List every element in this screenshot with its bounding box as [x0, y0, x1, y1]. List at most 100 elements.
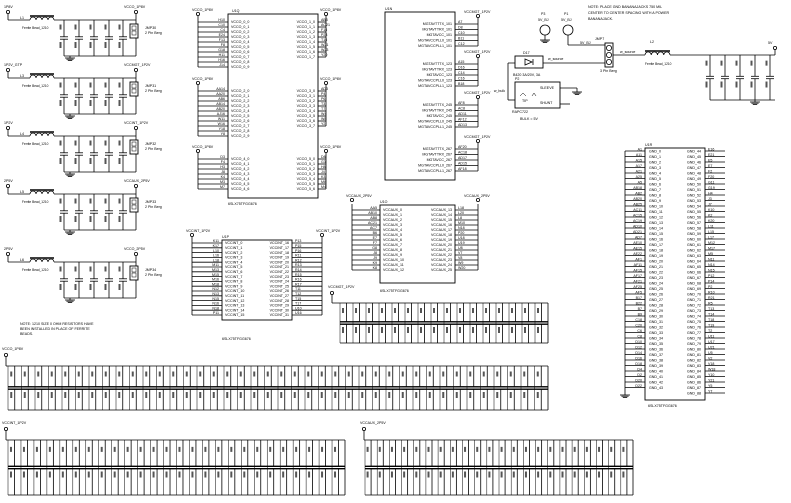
pin-number: L18: [213, 258, 219, 262]
pin-number: P6: [321, 97, 325, 101]
capacitor-ref-label: [342, 308, 344, 313]
pin-number: K10: [708, 208, 714, 212]
pin-name: GND_29: [649, 309, 663, 313]
pin-number: AC8: [458, 107, 465, 111]
capacitor-value-label: [74, 284, 77, 290]
capacitor-value-label: [500, 471, 503, 478]
pin-name: MGTAVTTRX_101: [422, 28, 452, 32]
pin-name: VCCO_0_6: [231, 50, 249, 54]
pin-name: VCCO_5_3: [297, 172, 315, 176]
capacitor-value-label: [585, 471, 588, 478]
pin-number: T14: [708, 312, 714, 316]
pin-name: GND_77: [687, 331, 701, 335]
power-port-icon: [133, 9, 138, 14]
capacitor-ref-label: [104, 24, 107, 30]
pin-name: MGTAVCCPLL1_123: [418, 84, 452, 88]
pin-name: GND_53: [687, 199, 701, 203]
pin-name: GND_15: [649, 232, 663, 236]
capacitor-value-label: [145, 392, 148, 398]
pin-name: MGTAVTTTX_123: [423, 62, 452, 66]
pin-name: VCCAUX_1: [383, 213, 402, 217]
power-port-icon: [475, 13, 480, 18]
capacitor-value-label: [442, 392, 445, 398]
pin-number: A1: [638, 147, 642, 151]
pin-name: GND_83: [687, 364, 701, 368]
pin-number: AB6: [218, 97, 225, 101]
capacitor-value-label: [511, 327, 513, 333]
pin-name: GND_52: [687, 193, 701, 197]
power-port-icon: [6, 126, 11, 131]
capacitor-value-label: [459, 327, 461, 333]
inductor-ref: L6: [20, 258, 24, 262]
diode-box: [514, 55, 544, 69]
capacitor-value-label: [139, 471, 142, 478]
pin-number: C8: [637, 334, 642, 338]
pin-number: M18: [212, 282, 219, 286]
capacitor-value-label: [610, 471, 613, 478]
pin-number: R16: [295, 278, 302, 282]
pin-number: K8: [373, 266, 377, 270]
capacitor-value-label: [199, 392, 202, 398]
inductor-icon: [29, 132, 55, 137]
pin-name: GND_78: [687, 336, 701, 340]
output-net-label: VCCO_1P8V: [124, 5, 146, 9]
pin-name: GND_38: [649, 358, 663, 362]
capacitor-ref-label: [74, 24, 77, 30]
inductor-value: Ferrite Bead_1210: [22, 84, 49, 88]
capacitor-ref-label: [401, 371, 404, 377]
pin-name: VCCO_3_1: [297, 94, 315, 98]
ground-icon: [750, 101, 760, 105]
note-text: NOTE: PLACE GND BANANAJACKS 750 MIL: [588, 5, 662, 9]
rail-net-label: VCCO_1P8V: [320, 77, 342, 81]
chip-ref: U1P: [222, 235, 230, 239]
output-net-label: 5V: [768, 41, 773, 45]
power-port-icon: [475, 138, 480, 143]
pin-name: VCCINT_27: [270, 294, 289, 298]
pin-name: GND_0: [649, 149, 661, 153]
pin-number: N16: [212, 302, 219, 306]
rail-net-label: VCCO_1P8V: [320, 145, 342, 149]
pin-number: G18: [218, 48, 225, 52]
pin-name: VCCO_5_6: [297, 187, 315, 191]
jumper-pin: [131, 25, 137, 31]
pin-name: MGTAVCC_245: [427, 114, 452, 118]
capacitor-ref-label: [378, 446, 381, 452]
pin-name: VCCINT_21: [270, 265, 289, 269]
pin-name: GND_28: [649, 303, 663, 307]
pin-number: H16: [218, 58, 225, 62]
capacitor-value-label: [451, 471, 454, 478]
power-port-icon: [323, 11, 328, 16]
pin-number: M5: [708, 252, 713, 256]
pin-number: K2: [708, 213, 712, 217]
ground-icon: [65, 173, 75, 177]
capacitor-ref-label: [321, 446, 324, 452]
capacitor-value-label: [89, 42, 92, 48]
pin-number: K9: [373, 261, 377, 265]
pin-name: VCCINT_7: [225, 275, 242, 279]
pin-number: A11: [636, 153, 642, 157]
capacitor-ref-label: [145, 371, 148, 377]
chip-ref: U1O: [380, 200, 388, 204]
pin-name: VCCAUX_6: [383, 238, 402, 242]
pin-name: VCCAUX_4: [383, 228, 402, 232]
pin-name: VCCO_2_7: [231, 124, 249, 128]
rail-net-label: VCCINT_1P2V: [186, 229, 211, 233]
note-text: BANANAJACK.: [588, 17, 613, 21]
pin-name: VCCO_4_4: [231, 177, 249, 181]
capacitor-ref-label: [735, 60, 738, 66]
capacitor-ref-label: [308, 446, 311, 452]
capacitor-value-label: [378, 471, 381, 478]
dc-jack-part: RAPC722: [512, 110, 528, 114]
pin-number: T16: [321, 38, 327, 42]
jumper-pin: [131, 199, 137, 205]
pin-number: Y2: [321, 122, 325, 126]
net-label: w_source: [548, 57, 563, 61]
pin-name: VCCO_4_5: [231, 182, 249, 186]
inductor-icon: [29, 258, 55, 263]
capacitor-ref-label: [428, 371, 431, 377]
pin-number: F7: [373, 241, 377, 245]
capacitor-value-label: [64, 392, 67, 398]
pin-number: C14: [458, 71, 465, 75]
inductor-icon: [644, 51, 671, 56]
pin-name: VCCAUX_18: [431, 233, 452, 237]
